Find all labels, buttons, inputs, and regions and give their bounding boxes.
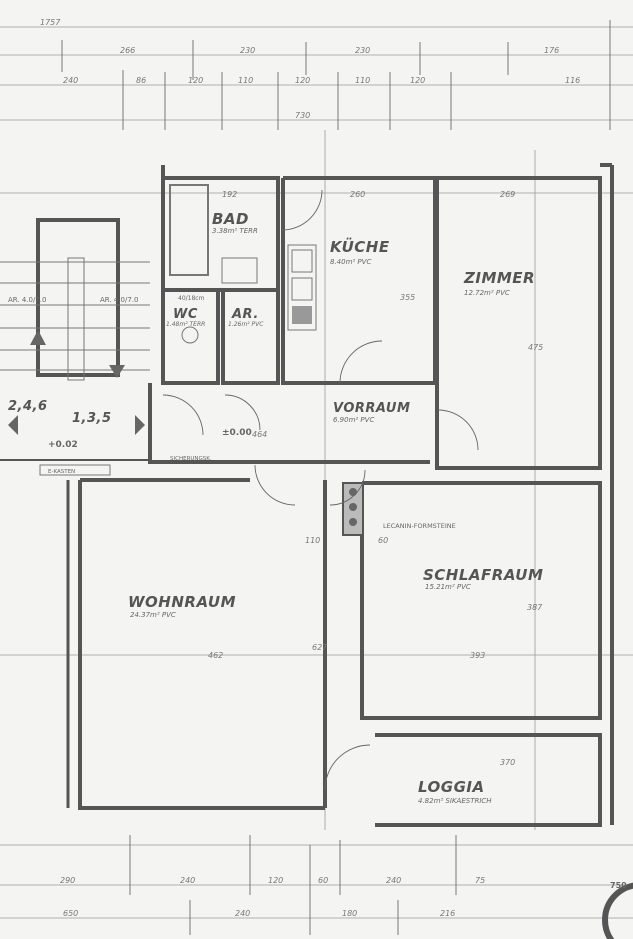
- dim-label: 110: [238, 76, 253, 85]
- dim-label: 260: [350, 190, 365, 199]
- room-area-zimmer: 12.72m² PVC: [464, 289, 510, 297]
- room-area-bad: 3.38m² TERR: [212, 227, 258, 235]
- stair-up-arrow-icon: [30, 330, 46, 345]
- dim-label: 240: [235, 909, 250, 918]
- dim-label: 269: [500, 190, 515, 199]
- dim-label: 86: [136, 76, 146, 85]
- fuse-box-label: SICHERUNGSK.: [170, 456, 212, 462]
- dim-label: 75: [475, 876, 485, 885]
- dim-label: 393: [470, 651, 485, 660]
- dim-label: 192: [222, 190, 237, 199]
- stair-ar-left: AR. 4.0/7.0: [8, 296, 46, 304]
- dim-label: 370: [500, 758, 515, 767]
- dim-label: 176: [544, 46, 559, 55]
- dimension-lines-top: [0, 20, 633, 130]
- room-name-vorraum: VORRAUM: [333, 401, 410, 416]
- toilet: [181, 326, 199, 344]
- room-name-zimmer: ZIMMER: [463, 269, 535, 287]
- room-name-bad: BAD: [212, 210, 249, 228]
- dim-total: 1757: [40, 18, 61, 27]
- dim-label: 110: [305, 536, 320, 545]
- level-dim: 464: [252, 430, 267, 439]
- room-area-loggia: 4.82m² SIKAESTRICH: [418, 797, 492, 805]
- stair-level: +0.02: [48, 440, 78, 450]
- room-name-schlafraum: SCHLAFRAUM: [423, 566, 543, 584]
- doors: [162, 189, 479, 791]
- grid-lines: [0, 130, 633, 846]
- dim-label: 266: [120, 46, 135, 55]
- vent-label: 40/18cm: [178, 295, 205, 302]
- room-area-wc: 1.48m² TERR: [166, 321, 205, 328]
- room-name-wohnraum: WOHNRAUM: [128, 593, 236, 611]
- stairwell: [0, 218, 150, 808]
- dim-label: 110: [355, 76, 370, 85]
- stair-right-label: 1,3,5: [72, 411, 112, 426]
- stamp-number: 750: [610, 881, 627, 890]
- walls: [78, 163, 614, 827]
- dim-label: 730: [295, 111, 310, 120]
- dim-label: 355: [400, 293, 415, 302]
- dim-label: 240: [386, 876, 401, 885]
- room-name-kueche: KÜCHE: [330, 237, 390, 256]
- sink: [221, 257, 258, 284]
- dim-label: 120: [268, 876, 283, 885]
- dim-label: 116: [565, 76, 580, 85]
- fixtures: [169, 184, 317, 344]
- level-marker: ±0.00: [222, 428, 252, 438]
- room-name-wc: WC: [173, 307, 198, 322]
- dim-label: 120: [410, 76, 425, 85]
- left-arrow-icon: [8, 415, 18, 435]
- room-area-wohnraum: 24.37m² PVC: [130, 611, 176, 619]
- dimension-lines-bottom: [0, 835, 633, 935]
- dim-label: 462: [208, 651, 223, 660]
- stamp: 750: [602, 881, 633, 939]
- chimney-label: LECANIN-FORMSTEINE: [383, 522, 456, 530]
- dim-label: 230: [240, 46, 255, 55]
- dim-label: 216: [440, 909, 455, 918]
- dim-label: 627: [312, 643, 328, 652]
- room-area-schlafraum: 15.21m² PVC: [425, 583, 471, 591]
- stair-ar-right: AR. 4.0/7.0: [100, 296, 138, 304]
- bathtub: [169, 184, 209, 276]
- dim-label: 120: [295, 76, 310, 85]
- stair-left-label: 2,4,6: [8, 399, 48, 414]
- dim-label: 240: [180, 876, 195, 885]
- room-name-loggia: LOGGIA: [418, 778, 485, 796]
- dim-label: 290: [60, 876, 75, 885]
- dim-label: 240: [63, 76, 78, 85]
- stair-down-arrow-icon: [109, 365, 125, 378]
- e-box-label: E-KASTEN: [48, 469, 75, 475]
- right-arrow-icon: [135, 415, 145, 435]
- room-area-kueche: 8.40m² PVC: [330, 258, 371, 266]
- dim-label: 387: [527, 603, 543, 612]
- dim-label: 650: [63, 909, 78, 918]
- dim-label: 475: [528, 343, 543, 352]
- room-area-ar: 1.26m² PVC: [228, 321, 264, 328]
- room-name-ar: AR.: [231, 307, 259, 322]
- dim-label: 60: [318, 876, 328, 885]
- stove: [287, 244, 317, 331]
- dim-label: 180: [342, 909, 357, 918]
- dim-label: 60: [378, 536, 388, 545]
- dim-label: 230: [355, 46, 370, 55]
- dim-label: 120: [188, 76, 203, 85]
- room-area-vorraum: 6.90m² PVC: [333, 416, 374, 424]
